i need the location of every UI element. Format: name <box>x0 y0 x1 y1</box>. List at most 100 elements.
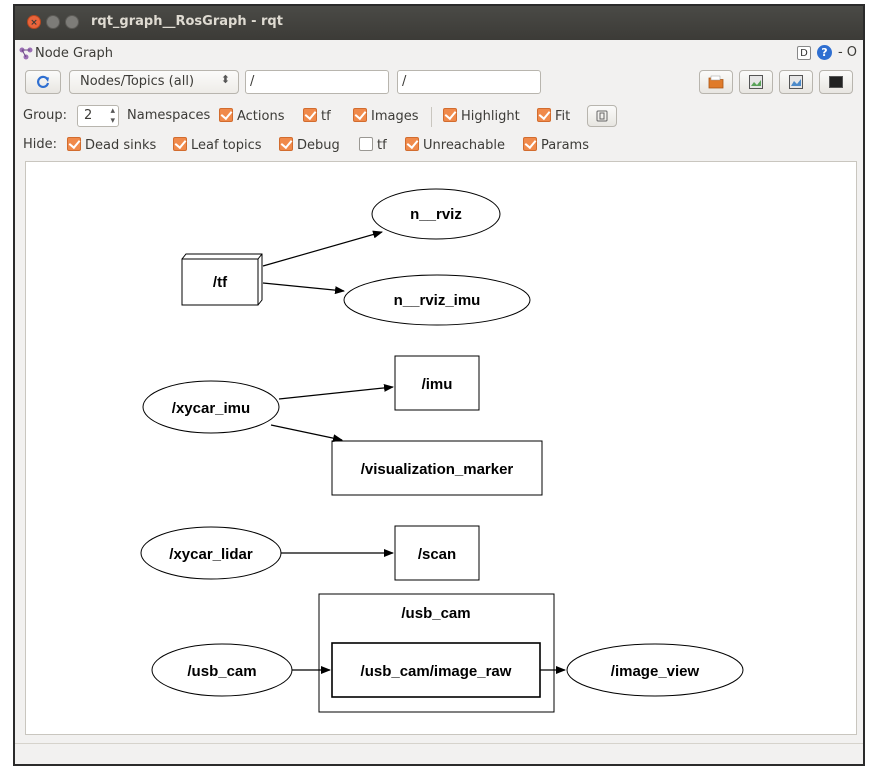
graph-node-visualization-marker-label: /visualization_marker <box>361 461 514 478</box>
unreachable-label: Unreachable <box>423 138 505 153</box>
graph-group-usb-cam[interactable]: /usb_cam <box>318 593 555 713</box>
graph-node-usb-cam[interactable]: /usb_cam <box>151 643 293 697</box>
graph-node-imu[interactable]: /imu <box>394 355 480 411</box>
checkbox-checked-icon <box>537 108 551 122</box>
graph-node-xycar-lidar-label: /xycar_lidar <box>169 546 253 563</box>
actions-label: Actions <box>237 109 285 124</box>
checkbox-unchecked-icon <box>359 137 373 151</box>
save-image-icon <box>749 75 763 89</box>
dock-close-button[interactable]: - O <box>837 45 857 60</box>
leaf-topics-label: Leaf topics <box>191 138 262 153</box>
dead-sinks-checkbox[interactable]: Dead sinks <box>67 137 156 153</box>
screen-icon <box>829 76 843 88</box>
dock-title-bar: Node Graph D ? - O <box>15 44 863 66</box>
dock-title: Node Graph <box>35 46 113 61</box>
graph-type-combo[interactable]: Nodes/Topics (all) ⬍ <box>69 70 239 94</box>
topic-filter-input[interactable]: / <box>397 70 541 94</box>
graph-node-rviz[interactable]: n__rviz <box>371 188 501 240</box>
graph-node-rviz-imu[interactable]: n__rviz_imu <box>343 274 531 326</box>
save-dot-button[interactable] <box>739 70 773 94</box>
images-label: Images <box>371 109 419 124</box>
tf-group-checkbox[interactable]: tf <box>303 108 331 124</box>
combo-arrows-icon: ⬍ <box>220 73 230 86</box>
highlight-label: Highlight <box>461 109 520 124</box>
highlight-checkbox[interactable]: Highlight <box>443 108 520 124</box>
save-svg-icon <box>789 75 803 89</box>
status-bar <box>15 743 863 764</box>
save-image-button[interactable] <box>819 70 853 94</box>
tf-hide-checkbox[interactable]: tf <box>359 137 387 153</box>
graph-node-rviz-label: n__rviz <box>410 206 462 223</box>
refresh-icon <box>37 75 50 88</box>
graph-edge <box>262 230 383 267</box>
actions-checkbox[interactable]: Actions <box>219 108 285 124</box>
graph-node-usb-cam-label: /usb_cam <box>187 663 256 680</box>
graph-node-image-view-label: /image_view <box>611 663 700 680</box>
graph-node-image-view[interactable]: /image_view <box>566 643 744 697</box>
graph-node-image-raw[interactable]: /usb_cam/image_raw <box>331 642 541 698</box>
checkbox-checked-icon <box>219 108 233 122</box>
graph-canvas[interactable]: /tf n__rviz n__rviz_imu /xycar_imu <box>25 161 857 735</box>
params-checkbox[interactable]: Params <box>523 137 589 153</box>
graph-node-rviz-imu-label: n__rviz_imu <box>394 292 481 309</box>
graph-node-image-raw-label: /usb_cam/image_raw <box>361 663 512 680</box>
debug-checkbox[interactable]: Debug <box>279 137 340 153</box>
graph-node-visualization-marker[interactable]: /visualization_marker <box>331 440 543 496</box>
checkbox-checked-icon <box>279 137 293 151</box>
graph-node-tf[interactable]: /tf <box>181 253 263 306</box>
debug-label: Debug <box>297 138 340 153</box>
spin-arrows-icon: ▴▾ <box>110 106 115 126</box>
window-title: rqt_graph__RosGraph - rqt <box>91 14 283 29</box>
refresh-button[interactable] <box>25 70 61 94</box>
dead-sinks-label: Dead sinks <box>85 138 157 153</box>
group-options-row: Group: 2 ▴▾ Namespaces Actions tf Images… <box>15 105 863 129</box>
group-value: 2 <box>84 108 93 123</box>
title-bar: × rqt_graph__RosGraph - rqt <box>15 6 863 40</box>
graph-edge <box>278 383 394 400</box>
fit-view-icon <box>596 110 608 122</box>
toolbar-separator <box>431 107 432 127</box>
fit-in-view-button[interactable] <box>587 105 617 127</box>
checkbox-checked-icon <box>443 108 457 122</box>
graph-node-tf-label: /tf <box>213 274 228 291</box>
params-label: Params <box>541 138 589 153</box>
leaf-topics-checkbox[interactable]: Leaf topics <box>173 137 262 153</box>
hide-label: Hide: <box>23 137 58 152</box>
checkbox-checked-icon <box>173 137 187 151</box>
images-checkbox[interactable]: Images <box>353 108 419 124</box>
graph-edge <box>270 424 343 443</box>
graph-group-usb-cam-label: /usb_cam <box>401 605 470 622</box>
node-filter-input[interactable]: / <box>245 70 389 94</box>
namespaces-label: Namespaces <box>127 108 211 123</box>
folder-icon <box>708 75 724 89</box>
unreachable-checkbox[interactable]: Unreachable <box>405 137 505 153</box>
checkbox-checked-icon <box>303 108 317 122</box>
graph-node-xycar-lidar[interactable]: /xycar_lidar <box>140 526 282 580</box>
fit-checkbox[interactable]: Fit <box>537 108 570 124</box>
tf-hide-label: tf <box>377 138 387 153</box>
graph-svg: /tf n__rviz n__rviz_imu /xycar_imu <box>140 188 744 713</box>
graph-node-xycar-imu[interactable]: /xycar_imu <box>142 380 280 434</box>
save-svg-button[interactable] <box>779 70 813 94</box>
dock-options-button[interactable]: D <box>796 45 811 60</box>
graph-node-xycar-imu-label: /xycar_imu <box>172 400 250 417</box>
graph-edge <box>262 282 345 295</box>
group-spinbox[interactable]: 2 ▴▾ <box>77 105 119 127</box>
load-dot-button[interactable] <box>699 70 733 94</box>
window-close-button[interactable]: × <box>27 15 41 29</box>
hide-options-row: Hide: Dead sinks Leaf topics Debug tf Un… <box>15 136 863 156</box>
fit-label: Fit <box>555 109 571 124</box>
checkbox-checked-icon <box>353 108 367 122</box>
tf-group-label: tf <box>321 109 331 124</box>
toolbar: Nodes/Topics (all) ⬍ / / <box>15 70 863 96</box>
rqt-window: × rqt_graph__RosGraph - rqt Node Graph D… <box>13 4 865 766</box>
window-minimize-button[interactable] <box>46 15 60 29</box>
window-maximize-button[interactable] <box>65 15 79 29</box>
graph-node-imu-label: /imu <box>422 376 453 393</box>
checkbox-checked-icon <box>405 137 419 151</box>
checkbox-checked-icon <box>523 137 537 151</box>
graph-node-scan[interactable]: /scan <box>394 525 480 581</box>
help-icon[interactable]: ? <box>816 45 832 60</box>
graph-type-value: Nodes/Topics (all) <box>80 74 195 89</box>
graph-node-scan-label: /scan <box>418 546 456 563</box>
